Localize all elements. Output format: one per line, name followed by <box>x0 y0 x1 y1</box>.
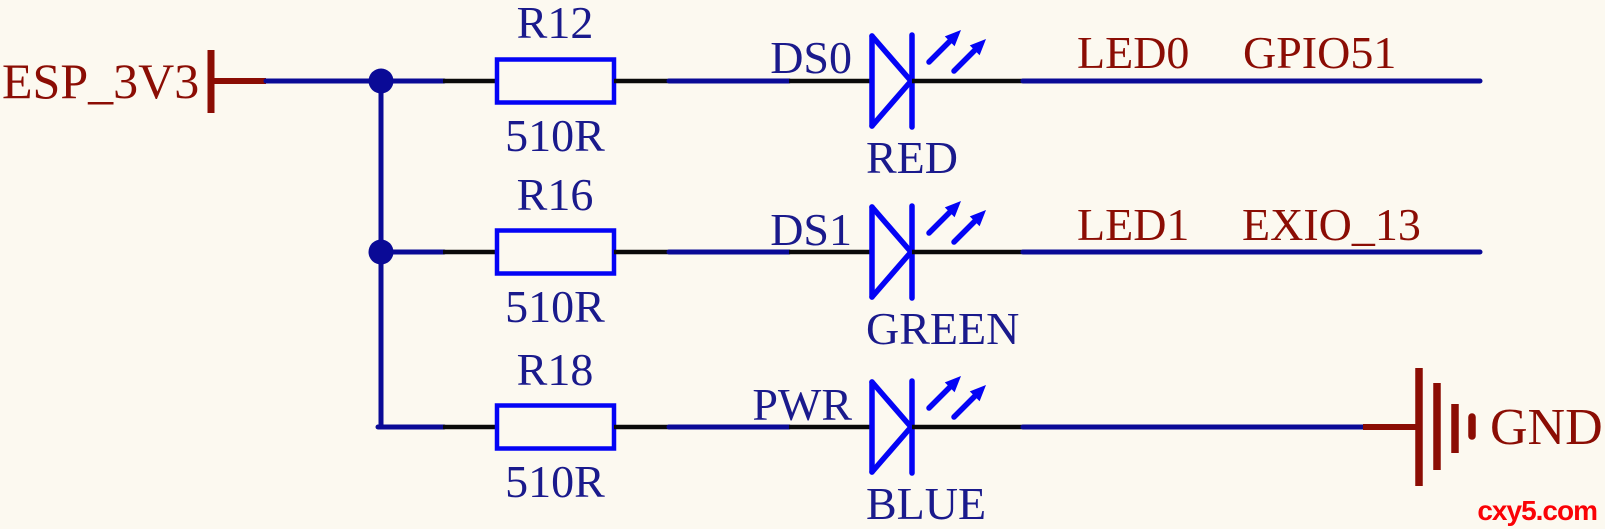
net-label: EXIO_13 <box>1242 199 1421 250</box>
led-designator: PWR <box>752 379 852 430</box>
resistor-value: 510R <box>505 456 605 507</box>
led-color-label: GREEN <box>866 303 1019 354</box>
junction-dot <box>368 68 394 94</box>
led-symbol-pwr <box>872 376 986 473</box>
led-symbol-ds0 <box>872 30 986 127</box>
watermark-text: cxy5.com <box>1477 495 1597 526</box>
power-net-label: ESP_3V3 <box>2 53 199 109</box>
net-label: GPIO51 <box>1243 27 1396 78</box>
led-color-label: BLUE <box>866 478 986 529</box>
resistor-designator: R16 <box>517 169 594 220</box>
net-label: LED1 <box>1077 199 1189 250</box>
resistor-body-r16 <box>497 231 614 274</box>
led-designator: DS1 <box>770 204 852 255</box>
circuit-row-red: R12 510R DS0 RED LED0 GPIO51 <box>443 0 1483 183</box>
net-label: LED0 <box>1077 27 1189 78</box>
ground-net-label: GND <box>1490 399 1603 456</box>
resistor-designator: R12 <box>517 0 594 48</box>
junction-dot <box>368 239 394 265</box>
resistor-value: 510R <box>505 281 605 332</box>
ground-port: GND <box>1363 368 1603 486</box>
resistor-body-r18 <box>497 406 614 449</box>
led-color-label: RED <box>866 132 958 183</box>
circuit-row-green: R16 510R DS1 GREEN LED1 EXIO_13 <box>443 169 1483 354</box>
power-bus <box>263 68 447 430</box>
led-designator: DS0 <box>770 32 852 83</box>
resistor-designator: R18 <box>517 344 594 395</box>
led-symbol-ds1 <box>872 201 986 298</box>
resistor-value: 510R <box>505 110 605 161</box>
circuit-row-blue: R18 510R PWR BLUE <box>443 344 1366 529</box>
resistor-body-r12 <box>497 60 614 103</box>
power-port-esp-3v3: ESP_3V3 <box>2 50 266 113</box>
